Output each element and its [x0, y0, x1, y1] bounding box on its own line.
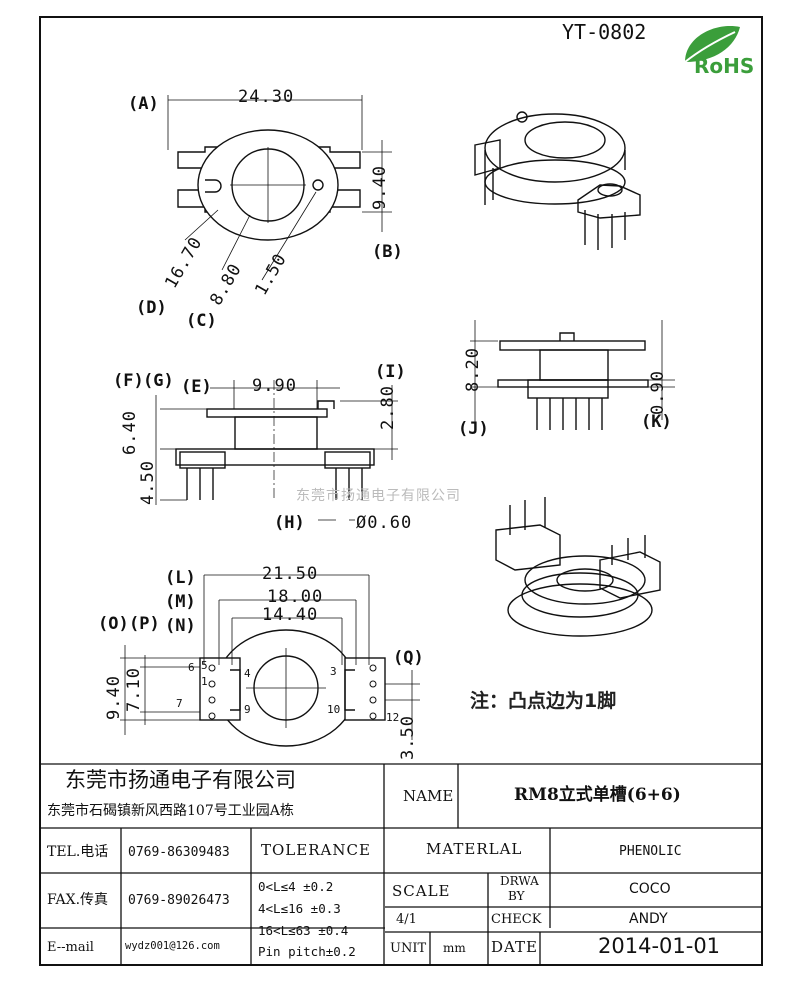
iso-view-top	[474, 111, 641, 250]
check-value: ANDY	[629, 911, 668, 927]
tolerance-row-4: Pin pitch±0.2	[258, 944, 356, 959]
tolerance-row-3: 16<L≤63 ±0.4	[258, 923, 349, 938]
top-view	[167, 95, 392, 281]
label-g: (G)	[143, 371, 174, 391]
company-name: 东莞市扬通电子有限公司	[65, 768, 296, 792]
pin-5: 5	[201, 659, 208, 672]
rohs-text: RoHS	[694, 54, 755, 78]
unit-label: UNIT	[390, 941, 427, 956]
dim-21-50: 21.50	[262, 564, 319, 584]
tel-value: 0769-86309483	[128, 845, 230, 860]
label-d: (D)	[136, 298, 167, 318]
iso-view-bottom	[495, 497, 661, 637]
watermark: 东莞市扬通电子有限公司	[296, 488, 461, 504]
dim-9-90: 9.90	[252, 376, 297, 396]
name-label: NAME	[403, 787, 454, 805]
fax-value: 0769-89026473	[128, 893, 230, 908]
pin-10: 10	[327, 703, 341, 716]
material-label: MATERLAL	[426, 840, 523, 858]
drawn-label-2: BY	[508, 889, 525, 903]
dim-8-20: 8.20	[463, 347, 483, 392]
drawn-label-1: DRWA	[500, 874, 539, 888]
pin-7: 7	[176, 697, 183, 710]
name-value: RM8立式单槽(6+6)	[514, 785, 681, 805]
email-value: wydz001@126.com	[125, 940, 220, 952]
label-o: (O)	[98, 614, 129, 634]
tolerance-row-1: 0<L≤4 ±0.2	[258, 879, 334, 894]
dim-4-50: 4.50	[138, 460, 158, 505]
pin-1: 1	[201, 675, 208, 688]
scale-label: SCALE	[392, 882, 451, 900]
label-m: (M)	[165, 592, 196, 612]
dim-2-80: 2.80	[378, 385, 398, 430]
side-view	[155, 380, 398, 521]
pin-6: 6	[188, 661, 195, 674]
label-i: (I)	[375, 362, 406, 382]
label-k: (K)	[641, 412, 672, 432]
label-e: (E)	[181, 377, 212, 397]
front-view	[470, 320, 675, 430]
leaf-icon	[684, 26, 740, 63]
fax-label: FAX.传真	[47, 892, 109, 908]
dim-0-90: 0.90	[648, 370, 668, 415]
dim-9-40-top: 9.40	[370, 165, 390, 210]
dim-24-30: 24.30	[238, 87, 295, 107]
unit-value: mm	[443, 941, 466, 955]
part-number: YT-0802	[562, 20, 647, 44]
pin-4: 4	[244, 667, 251, 680]
label-h: (H)	[274, 513, 305, 533]
label-n: (N)	[165, 616, 196, 636]
rohs-logo: RoHS	[680, 22, 765, 82]
label-q: (Q)	[393, 648, 424, 668]
tel-label: TEL.电话	[47, 844, 109, 860]
tolerance-label: TOLERANCE	[261, 841, 371, 859]
label-b: (B)	[372, 242, 403, 262]
pin-3: 3	[330, 665, 337, 678]
pin1-note: 注：凸点边为1脚	[470, 690, 617, 712]
company-address: 东莞市石碣镇新风西路107号工业园A栋	[47, 803, 294, 819]
drawn-value: COCO	[629, 881, 671, 897]
dim-0-60: Ø0.60	[356, 513, 413, 533]
label-j: (J)	[458, 419, 489, 439]
label-c: (C)	[186, 311, 217, 331]
dim-14-40: 14.40	[262, 605, 319, 625]
tolerance-row-2: 4<L≤16 ±0.3	[258, 901, 341, 916]
label-f: (F)	[113, 371, 144, 391]
material-value: PHENOLIC	[619, 844, 682, 859]
label-a: (A)	[128, 94, 159, 114]
pin-9: 9	[244, 703, 251, 716]
dim-18-00: 18.00	[267, 587, 324, 607]
email-label: E--mail	[47, 940, 94, 955]
dim-3-50: 3.50	[398, 715, 418, 760]
date-label: DATE	[491, 938, 538, 956]
dim-6-40: 6.40	[120, 410, 140, 455]
dim-7-10: 7.10	[124, 667, 144, 712]
drawing-frame	[39, 16, 763, 966]
date-value: 2014-01-01	[598, 934, 721, 958]
check-label: CHECK	[491, 912, 542, 927]
dim-9-40-bottom: 9.40	[104, 675, 124, 720]
label-l: (L)	[165, 568, 196, 588]
pin-12: 12	[386, 711, 400, 724]
scale-value: 4/1	[396, 912, 417, 927]
label-p: (P)	[129, 614, 160, 634]
title-block-grid	[39, 763, 763, 966]
bottom-view	[120, 574, 420, 747]
